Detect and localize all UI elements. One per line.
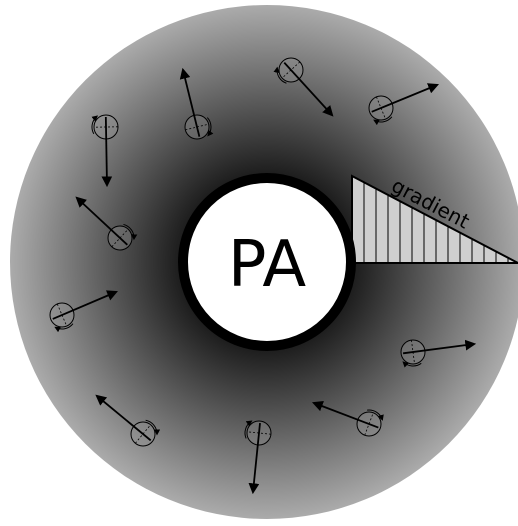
pa-core-label: PA	[228, 228, 307, 302]
spin-axis-arrow	[106, 117, 107, 185]
pa-core: PA	[183, 178, 351, 346]
